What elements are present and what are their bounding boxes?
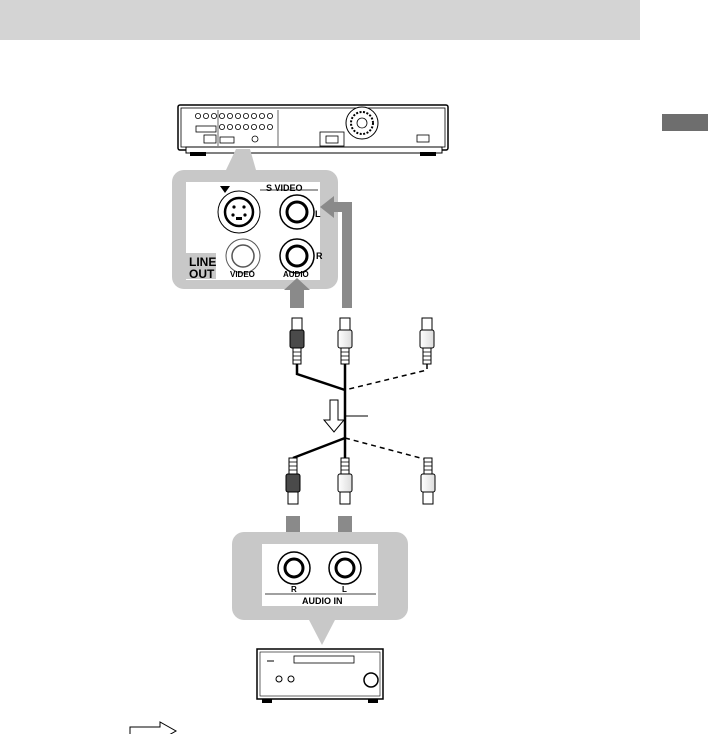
player-device-icon bbox=[178, 105, 448, 156]
video-jack-label: VIDEO bbox=[230, 270, 255, 279]
cable-direction-arrow-icon bbox=[324, 400, 344, 432]
rca-plug-icon bbox=[286, 458, 435, 504]
signal-flow-legend-arrow-icon bbox=[130, 722, 176, 734]
amp-right-label: R bbox=[291, 585, 297, 594]
audio-in-label: AUDIO IN bbox=[302, 596, 343, 606]
audio-out-label: AUDIO bbox=[283, 270, 309, 279]
amplifier-callout bbox=[232, 532, 408, 645]
svideo-label: S VIDEO bbox=[266, 183, 303, 193]
amp-left-label: L bbox=[342, 585, 347, 594]
line-out-label-line2: OUT bbox=[189, 267, 215, 281]
rca-plug-icon bbox=[290, 318, 434, 364]
amplifier-device-icon bbox=[257, 649, 383, 703]
audio-out-left-label: L bbox=[315, 209, 321, 219]
audio-cable bbox=[293, 364, 428, 460]
audio-out-right-label: R bbox=[316, 251, 323, 261]
